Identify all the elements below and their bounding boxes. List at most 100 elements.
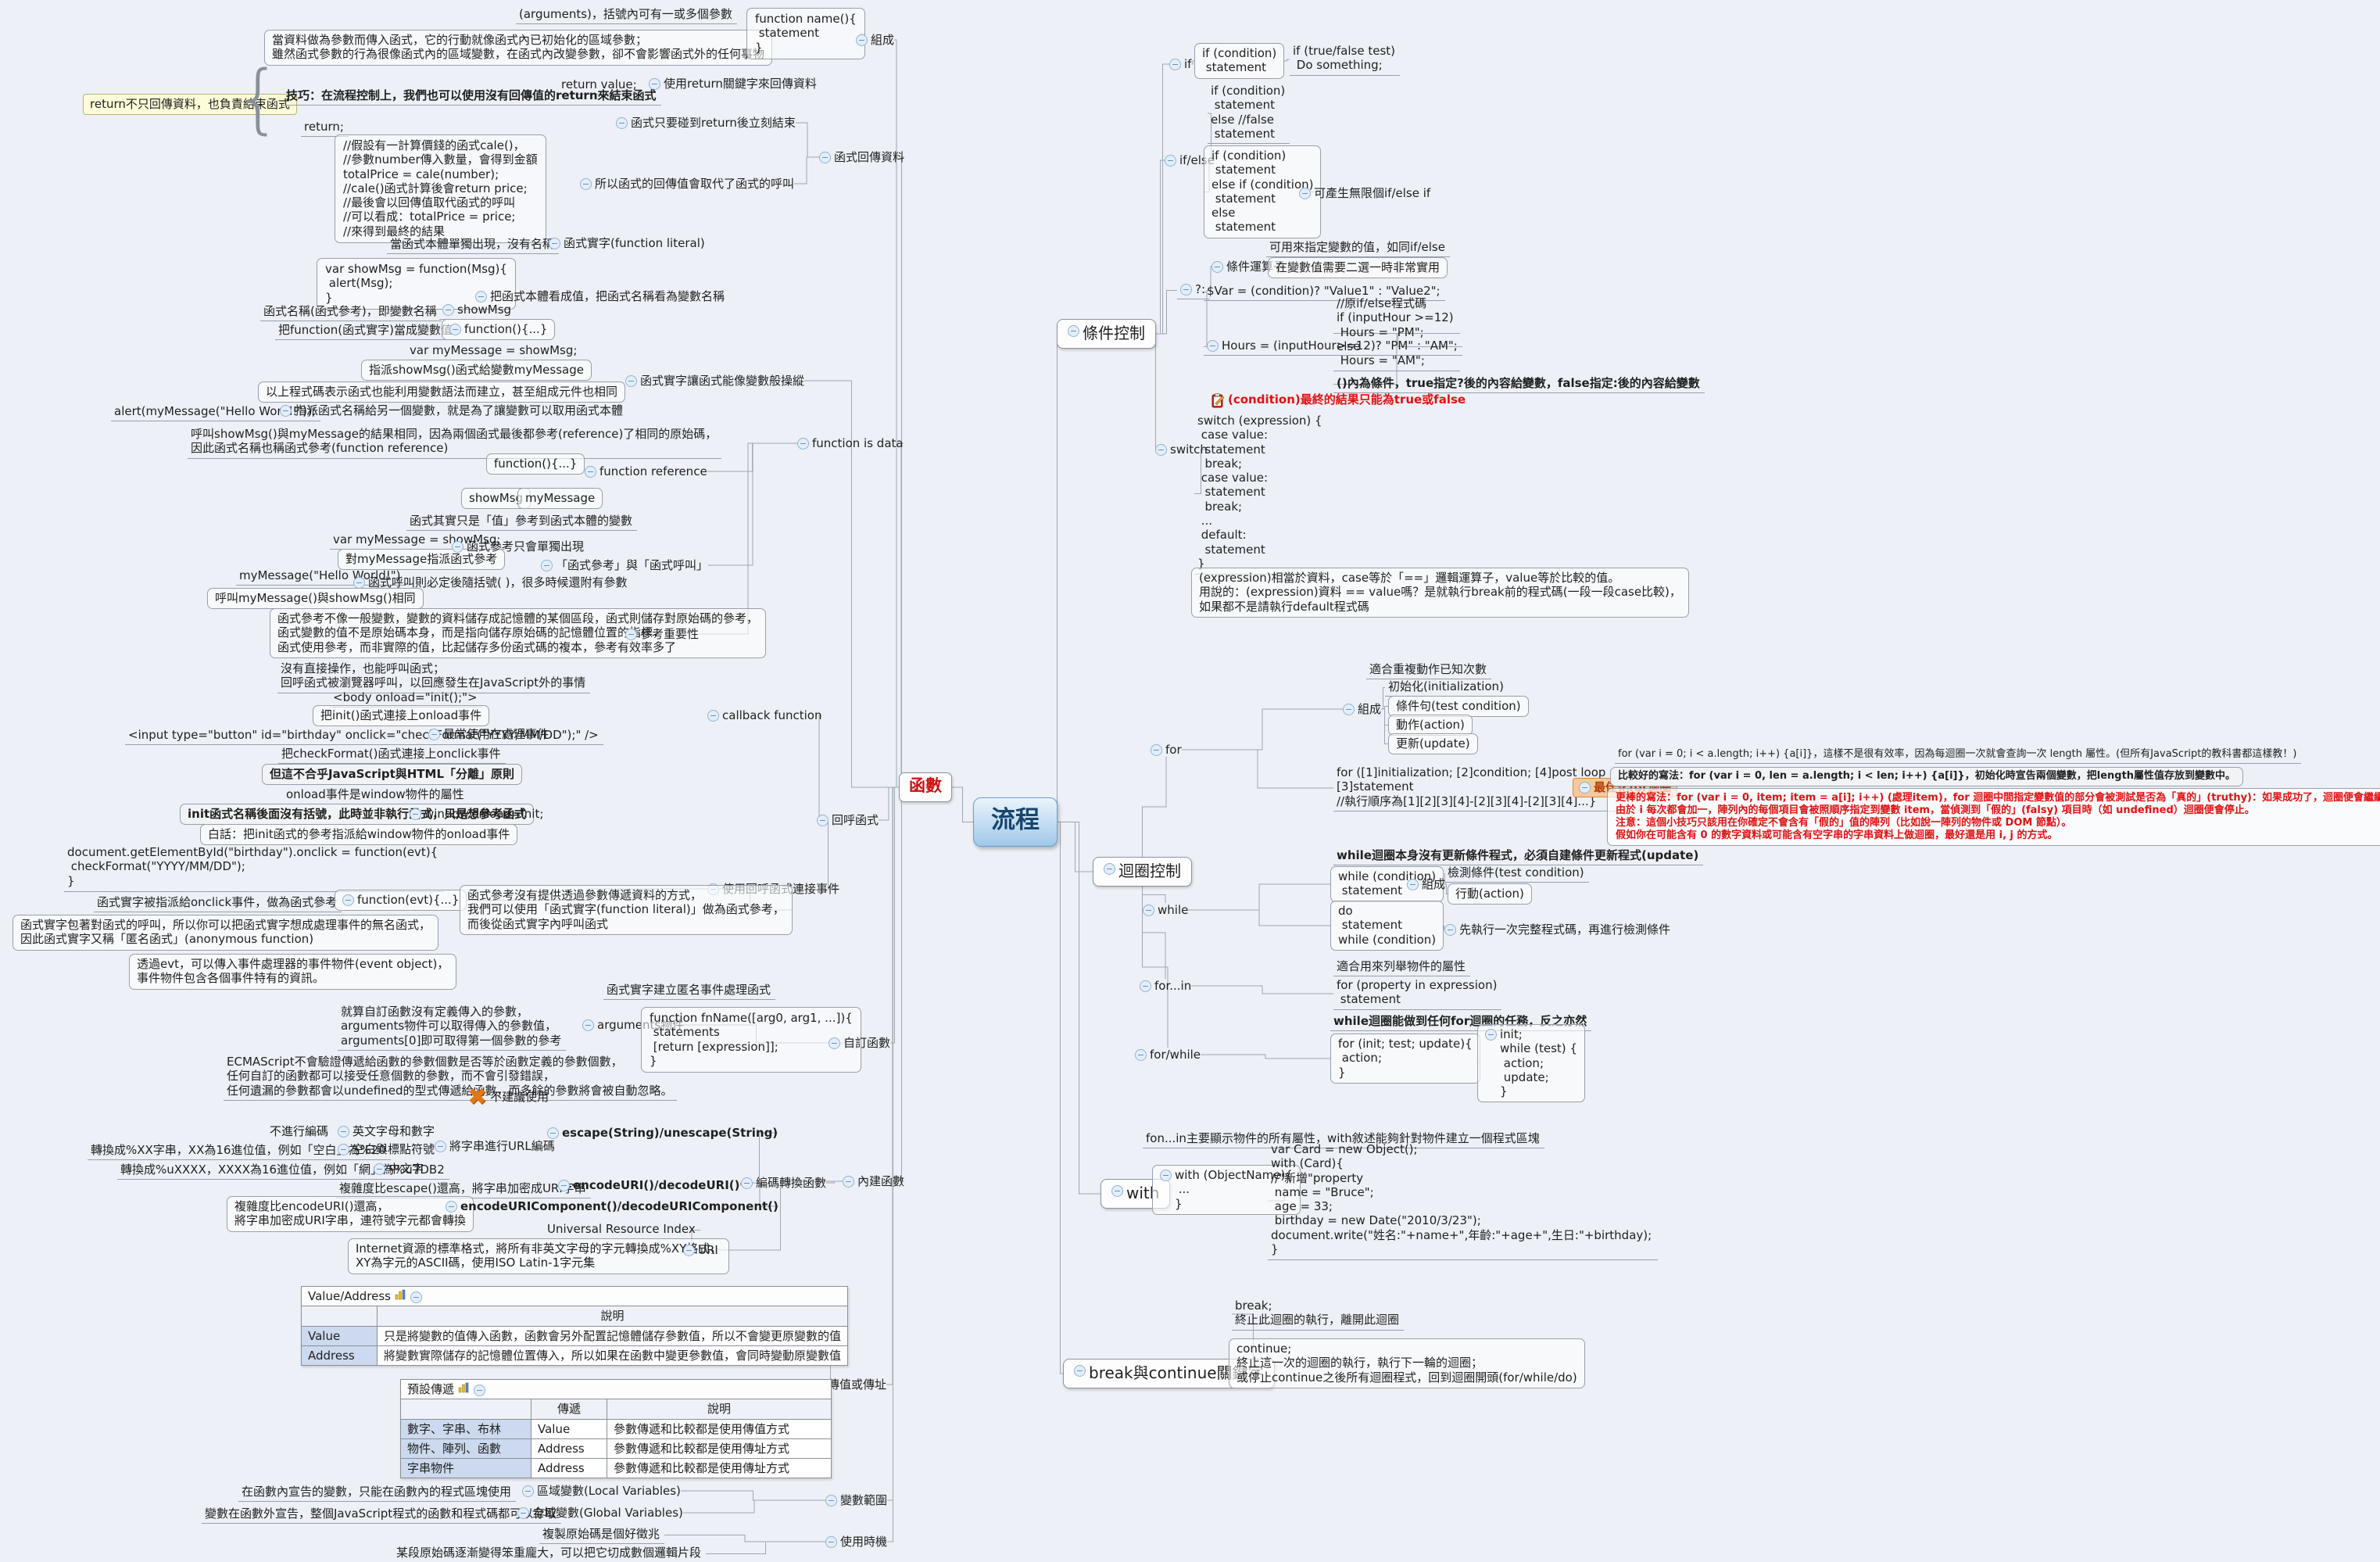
mindmap-node-l64[interactable]: 函式參考沒有提供透過參數傳遞資料的方式， 我們可以使用「函式實字(functio… — [460, 885, 793, 935]
collapse-minus-icon[interactable]: − — [549, 238, 560, 249]
mindmap-node-r39[interactable]: 行動(action) — [1448, 883, 1532, 905]
collapse-minus-icon[interactable]: − — [475, 291, 487, 303]
mindmap-node-r4[interactable]: if (true/false test) Do something; — [1290, 43, 1401, 76]
collapse-minus-icon[interactable]: − — [1485, 1029, 1497, 1041]
collapse-minus-icon[interactable]: − — [707, 710, 719, 722]
mindmap-node-r18[interactable]: −switch — [1155, 442, 1208, 457]
mindmap-node-l28[interactable]: −函式實字讓函式能像變數般操縱 — [625, 374, 804, 388]
mindmap-node-l51[interactable]: 把checkFormat()函式連接上onclick事件 — [278, 746, 506, 765]
mindmap-node-r48[interactable]: −init; while (test) { action; update; } — [1477, 1024, 1585, 1103]
mindmap-node-r42[interactable]: −for...in — [1140, 979, 1191, 993]
mindmap-node-l48[interactable]: −callback function — [707, 708, 821, 722]
mindmap-node-r32[interactable]: 比較好的寫法：for (var i = 0, len = a.length; i… — [1610, 767, 2244, 786]
mindmap-node-l35[interactable]: −function is data — [797, 436, 904, 450]
collapse-minus-icon[interactable]: − — [353, 577, 365, 589]
collapse-minus-icon[interactable]: − — [1151, 744, 1162, 756]
mindmap-node-l87[interactable]: −URI — [683, 1243, 718, 1257]
collapse-minus-icon[interactable]: − — [1135, 1049, 1147, 1061]
mindmap-node-l31[interactable]: −function reference — [585, 464, 707, 478]
mindmap-node-l99[interactable]: −使用時機 — [825, 1535, 887, 1549]
mindmap-node-r22[interactable]: 適合重複動作已知次數 — [1366, 661, 1492, 680]
mindmap-node-l19[interactable]: 函式名稱(函式參考)，即變數名稱 — [260, 303, 442, 322]
collapse-minus-icon[interactable]: − — [1207, 340, 1219, 352]
mindmap-node-r44[interactable]: for (property in expression) statement — [1333, 977, 1502, 1010]
mindmap-node-l66[interactable]: 就算自訂函數沒有定義傳入的參數， arguments物件可以取得傳入的參數值， … — [338, 1004, 567, 1051]
mindmap-node-l97[interactable]: 複製原始碼是個好徵兆 — [539, 1526, 665, 1545]
mindmap-node-l77[interactable]: −escape(String)/unescape(String) — [547, 1126, 778, 1140]
mindmap-node-r3[interactable]: if (condition) statement — [1194, 43, 1285, 79]
mindmap-node-l14[interactable]: −函式回傳資料 — [819, 150, 904, 164]
mindmap-node-l49[interactable]: <input type="button" id="birthday" oncli… — [125, 727, 603, 746]
collapse-minus-icon[interactable]: − — [649, 78, 660, 90]
mindmap-node-l98[interactable]: 某段原始碼逐漸變得笨重龐大，可以把它切成數個邏輯片段 — [393, 1545, 706, 1562]
collapse-minus-icon[interactable]: − — [1299, 188, 1311, 199]
collapse-minus-icon[interactable]: − — [1165, 155, 1176, 167]
collapse-minus-icon[interactable]: − — [616, 117, 628, 129]
mindmap-node-r33[interactable]: 更棒的寫法：for (var i = 0, item; item = a[i];… — [1607, 788, 2380, 847]
mindmap-node-r52[interactable]: var Card = new Object(); with (Card){ //… — [1268, 1141, 1659, 1261]
mindmap-node-l61[interactable]: −function(evt){...} — [335, 890, 467, 912]
collapse-minus-icon[interactable]: − — [582, 1019, 594, 1031]
mindmap-node-l70[interactable]: ECMAScript不會驗證傳遞給函數的參數個數是否等於函數定義的參數個數， 任… — [224, 1054, 678, 1101]
mindmap-node-l5[interactable]: return value; — [558, 77, 642, 95]
collapse-minus-icon[interactable]: − — [435, 1141, 446, 1152]
mindmap-node-l21[interactable]: 把function(函式實字)當成變數值 — [275, 322, 457, 341]
mindmap-node-l6[interactable]: −使用return關鍵字來回傳資料 — [649, 77, 817, 91]
mindmap-node-l63[interactable]: 透過evt，可以傳入事件處理器的事件物件(event object)， 事件物件… — [129, 954, 457, 990]
mindmap-node-l27[interactable]: −指派函式名稱給另一個變數，就是為了讓變數可以取用函式本體 — [280, 403, 623, 417]
collapse-minus-icon[interactable]: − — [625, 629, 637, 640]
mindmap-node-l55[interactable]: −window.onload=init; — [410, 807, 543, 821]
mindmap-node-r14[interactable]: −Hours = (inputHour>=12)? "PM" : "AM"; — [1204, 338, 1462, 356]
mindmap-node-l68[interactable]: function fnName([arg0, arg1, ...]){ stat… — [641, 1007, 861, 1073]
mindmap-node-l30[interactable]: function(){...} — [486, 453, 585, 475]
mindmap-node-r10[interactable]: 可用來指定變數的值，如同if/else — [1266, 239, 1450, 258]
mindmap-node-l71[interactable]: ✖不建議使用 — [467, 1086, 549, 1109]
collapse-minus-icon[interactable]: − — [829, 1037, 840, 1049]
collapse-minus-icon[interactable]: − — [374, 1163, 385, 1175]
mindmap-node-r13[interactable]: −?: — [1177, 281, 1211, 300]
mindmap-node-l85[interactable]: Universal Resource Index — [544, 1221, 700, 1240]
collapse-minus-icon[interactable]: − — [1343, 704, 1355, 715]
mindmap-node-l60[interactable]: 函式實字被指派給onclick事件，做為函式參考 — [94, 894, 342, 913]
mindmap-node-r20[interactable]: (expression)相當於資料，case等於「==」邏輯運算子，value等… — [1191, 568, 1689, 618]
mindmap-node-r1[interactable]: −條件控制 — [1057, 319, 1156, 349]
mindmap-node-l7[interactable]: return不只回傳資料，也負責結束函式 — [83, 94, 297, 116]
mindmap-node-r21[interactable]: −迴圈控制 — [1093, 857, 1192, 887]
collapse-minus-icon[interactable]: − — [442, 304, 454, 316]
mindmap-node-l82[interactable]: −編碼轉換函數 — [741, 1176, 826, 1190]
mindmap-node-l58[interactable]: −回呼函式 — [817, 813, 879, 827]
mindmap-node-l29[interactable]: 呼叫showMsg()與myMessage的結果相同，因為兩個函式最後都參考(r… — [188, 426, 722, 459]
mindmap-node-r26[interactable]: 動作(action) — [1388, 715, 1473, 736]
mindmap-node-l3[interactable]: function name(){ statement } — [746, 8, 865, 59]
mindmap-node-l41[interactable]: −函式呼叫則必定後隨括號( )，很多時候還附有參數 — [353, 575, 627, 589]
collapse-minus-icon[interactable]: − — [338, 1144, 349, 1155]
collapse-minus-icon[interactable]: − — [856, 34, 868, 46]
mindmap-node-r28[interactable]: −for — [1151, 743, 1182, 757]
collapse-minus-icon[interactable]: − — [1579, 782, 1591, 794]
collapse-minus-icon[interactable]: − — [797, 438, 809, 450]
mindmap-node-l8[interactable]: { — [234, 61, 282, 136]
mindmap-node-l86[interactable]: Internet資源的標準格式，將所有非英文字母的字元轉換成%XY格式， XY為… — [348, 1238, 730, 1274]
collapse-minus-icon[interactable]: − — [817, 815, 829, 826]
mindmap-node-l18[interactable]: −把函式本體看成值，把函式名稱看為變數名稱 — [475, 289, 725, 303]
mindmap-node-l84[interactable]: −encodeURIComponent()/decodeURIComponent… — [446, 1199, 778, 1213]
mindmap-node-r55[interactable]: continue; 終止這一次的迴圈的執行，執行下一輪的迴圈； 或停止conti… — [1229, 1338, 1585, 1388]
collapse-minus-icon[interactable]: − — [1155, 444, 1167, 456]
mindmap-node-r43[interactable]: 適合用來列舉物件的屬性 — [1333, 958, 1471, 977]
mindmap-node-l44[interactable]: −參考重要性 — [625, 627, 699, 641]
mindmap-node-l16[interactable]: −函式實字(function literal) — [549, 236, 705, 250]
mindmap-node-r31[interactable]: for (var i = 0; i < a.length; i++) {a[i]… — [1615, 747, 2302, 764]
collapse-minus-icon[interactable]: − — [547, 1127, 559, 1139]
mindmap-node-r40[interactable]: do statement while (condition) — [1330, 901, 1444, 951]
mindmap-node-r35[interactable]: −while — [1143, 903, 1188, 917]
mindmap-node-l78[interactable]: 轉換成%uXXXX，XXXX為16進位值，例如「網」為%u7DB2 — [117, 1162, 449, 1180]
collapse-minus-icon[interactable]: − — [625, 375, 637, 387]
mindmap-node-r47[interactable]: for (init; test; update){ action; } — [1330, 1034, 1480, 1084]
mindmap-node-l62[interactable]: 函式實字包著對函式的呼叫，所以你可以把函式實字想成處理事件的無名函式， 因此函式… — [13, 915, 439, 951]
collapse-minus-icon[interactable]: − — [819, 152, 831, 163]
collapse-minus-icon[interactable]: − — [1407, 879, 1419, 890]
mindmap-node-l57[interactable]: document.getElementById("birthday").oncl… — [64, 844, 445, 892]
mindmap-node-l47[interactable]: 把init()函式連接上onload事件 — [313, 705, 490, 727]
mindmap-node-r16[interactable]: ()內為條件，true指定?後的內容給變數，false指定:後的內容給變數 — [1333, 375, 1705, 394]
